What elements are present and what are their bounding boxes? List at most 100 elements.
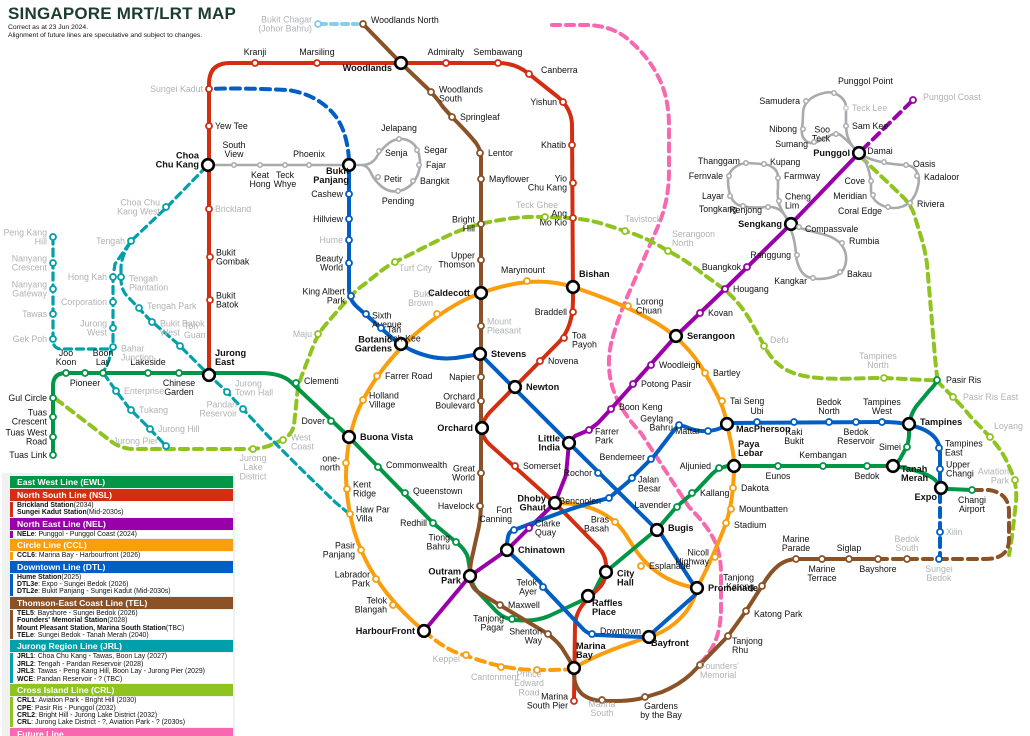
station-marker-sengkang	[783, 216, 799, 232]
legend-entry-nel: NELe: Punggol - Punggol Coast (2024)	[10, 530, 233, 539]
station-label-napier: Napier	[449, 372, 475, 382]
station-marker-gul-circle	[49, 394, 57, 402]
station-marker-chinatown	[499, 542, 515, 558]
station-marker-harbourfront	[416, 623, 432, 639]
station-label-pasir-ris: Pasir Ris	[946, 375, 982, 385]
station-label-samudera: Samudera	[759, 96, 800, 106]
station-marker-teck-whye	[282, 162, 288, 168]
station-marker-lentor	[476, 149, 484, 157]
station-marker-jurong-town-hall	[223, 388, 231, 396]
station-marker-aljunied	[715, 464, 723, 472]
station-label-dover: Dover	[302, 416, 326, 426]
line-future-line	[550, 23, 723, 665]
station-marker-nibong	[800, 126, 806, 132]
station-marker-stevens	[472, 346, 488, 362]
station-marker-marina-south	[598, 696, 606, 704]
station-marker-potong-pasir	[629, 380, 637, 388]
station-marker-tongkang	[740, 203, 746, 209]
station-label-serangoon: Serangoon	[687, 331, 735, 341]
station-marker-paya-lebar	[726, 458, 742, 474]
station-marker-dover	[327, 417, 335, 425]
station-label-hume: Hume	[320, 235, 344, 245]
station-marker-damai	[881, 159, 887, 165]
station-marker-lakeside	[144, 369, 152, 377]
station-label-hong-kah: Hong Kah	[68, 272, 107, 282]
station-marker-teck-ghee	[541, 213, 549, 221]
station-label-siglap: Siglap	[837, 543, 862, 553]
station-marker-tengah-park	[135, 304, 143, 312]
station-marker-katong-park	[742, 607, 750, 615]
station-label-bartley: Bartley	[713, 368, 741, 378]
station-label-marsiling: Marsiling	[299, 47, 334, 57]
line-crl-main	[54, 214, 939, 451]
legend-header-dtl: Downtown Line (DTL)	[10, 560, 233, 573]
station-label-boon-keng: Boon Keng	[619, 402, 663, 412]
station-label-pending: Pending	[382, 196, 414, 206]
station-marker-marina-south-pier	[570, 697, 578, 705]
station-marker-layar	[727, 193, 733, 199]
station-label-orchard: Orchard	[437, 423, 473, 433]
line-tel	[361, 22, 880, 703]
station-label-tampines: Tampines	[920, 417, 962, 427]
station-marker-meridian	[870, 192, 876, 198]
station-label-founders-memorial: Founders'Memorial	[700, 661, 739, 680]
station-marker-tengah	[127, 237, 135, 245]
page-title: SINGAPORE MRT/LRT MAP	[8, 4, 237, 23]
station-label-tengah: Tengah	[96, 236, 125, 246]
legend-entry-dtl: Hume Station(2025)	[10, 573, 233, 582]
station-marker-yio-chu-kang	[569, 179, 577, 187]
line-nsl	[207, 61, 608, 703]
station-label-tai-seng: Tai Seng	[730, 396, 764, 406]
station-marker-bukit-panjang	[341, 157, 357, 173]
station-label-rochor: Rochor	[564, 468, 592, 478]
station-marker-great-world	[477, 469, 485, 477]
station-marker-hong-kah	[109, 273, 117, 281]
station-marker-pasir-ris	[933, 376, 941, 384]
station-marker-esplanade	[637, 562, 645, 570]
station-marker-haw-par-villa	[346, 510, 354, 518]
station-label-promenade: Promenade	[708, 583, 758, 593]
station-label-brickland: Brickland	[215, 204, 251, 214]
station-marker-cantonment	[497, 663, 505, 671]
station-marker-pending	[395, 188, 401, 194]
station-marker-dakota	[729, 484, 737, 492]
station-marker-sumang	[811, 139, 817, 145]
station-label-loyang: Loyang	[994, 421, 1023, 431]
station-marker-bukit-gombak	[206, 253, 214, 261]
station-marker-tukang	[127, 406, 135, 414]
station-label-marymount: Marymount	[501, 265, 546, 275]
station-marker-redhill	[429, 519, 437, 527]
station-label-senja: Senja	[385, 148, 408, 158]
title-block: SINGAPORE MRT/LRT MAP Correct as at 23 J…	[8, 4, 236, 40]
station-marker-marina-bay	[566, 660, 582, 676]
station-marker-kaki-bukit	[790, 418, 798, 426]
station-label-sam-kee: Sam Kee	[852, 121, 888, 131]
station-marker-bukit-chagar-johor-bahru	[314, 20, 322, 28]
station-marker-labrador-park	[372, 575, 380, 583]
station-marker-compassvale	[796, 224, 802, 230]
station-marker-tanjong-katong	[758, 582, 766, 590]
station-marker-bugis	[649, 522, 665, 538]
station-label-harbourfront: HarbourFront	[356, 626, 415, 636]
station-label-kallang: Kallang	[700, 488, 729, 498]
station-label-clementi: Clementi	[304, 376, 339, 386]
